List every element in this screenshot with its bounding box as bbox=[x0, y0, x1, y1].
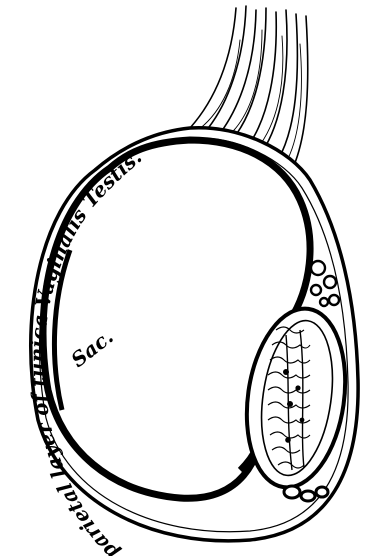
tunica-vaginalis-diagram: parietal layer of tunica Vaginalis Testi… bbox=[0, 0, 368, 556]
